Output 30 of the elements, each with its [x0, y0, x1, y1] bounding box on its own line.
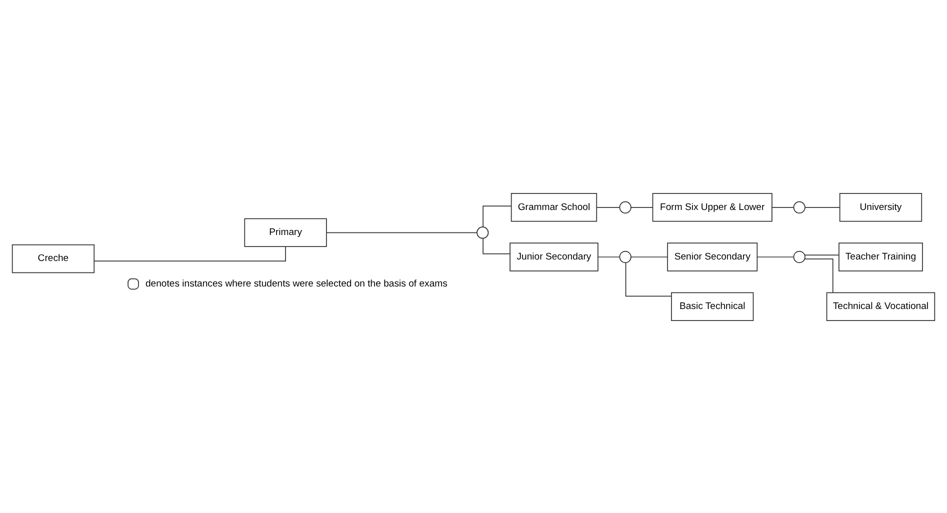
connector	[630, 206, 654, 208]
connector	[598, 256, 620, 257]
node-box: Junior Secondary	[510, 242, 598, 271]
node-box: Form Six Upper & Lower	[652, 192, 772, 222]
node-circle	[619, 250, 632, 263]
node-box: Technical & Vocational	[826, 292, 936, 320]
connector	[625, 262, 672, 296]
node-circle	[476, 226, 489, 238]
legend-label: denotes instances where students were selected on the basis of exams	[145, 278, 448, 289]
node-circle	[619, 200, 632, 213]
node-circle	[793, 200, 806, 213]
connector	[804, 254, 840, 256]
connector	[804, 258, 834, 292]
node-box: Basic Technical	[671, 292, 754, 320]
connector	[630, 256, 668, 257]
connector	[756, 256, 794, 257]
connector	[326, 232, 478, 233]
connector	[94, 246, 286, 261]
node-box: Primary	[244, 218, 327, 246]
connector	[772, 206, 794, 208]
node-box: Grammar School	[510, 192, 598, 222]
connector	[596, 206, 620, 208]
node-box: Creche	[12, 244, 95, 273]
node-box: University	[839, 192, 922, 222]
connector	[804, 206, 840, 208]
node-circle	[793, 250, 806, 263]
node-box: Teacher Training	[838, 242, 923, 271]
connector	[482, 238, 510, 254]
node-box: Senior Secondary	[667, 242, 758, 271]
connector	[482, 205, 512, 227]
